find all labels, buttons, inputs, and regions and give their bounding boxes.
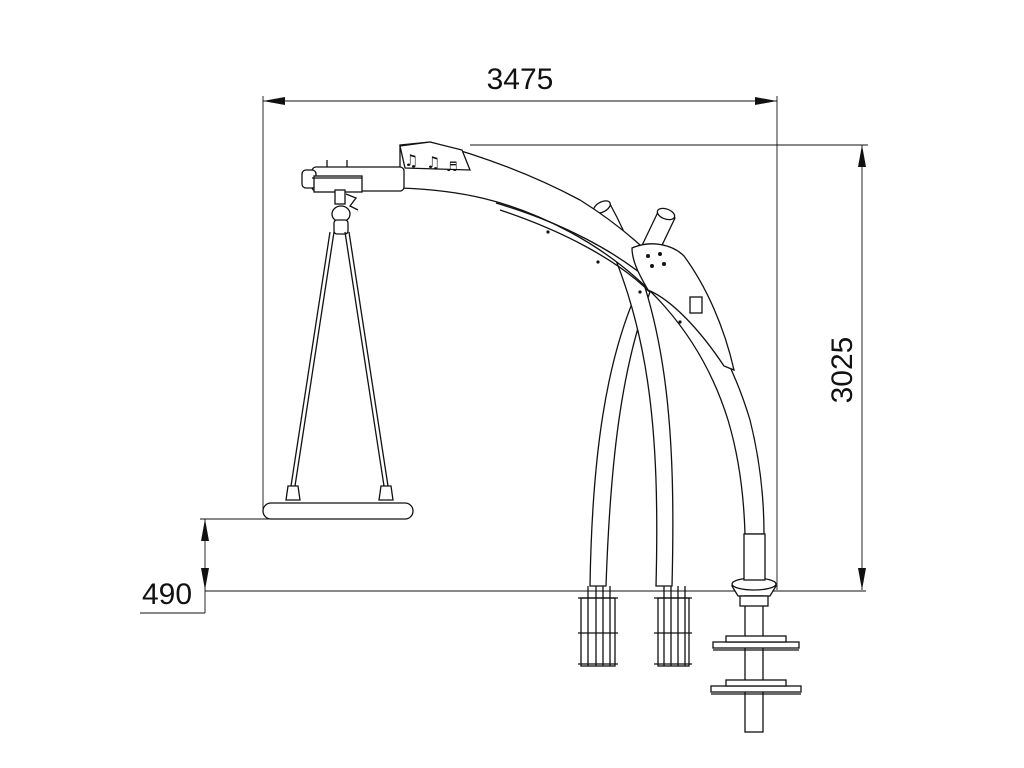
width-dimension-label: 3475 [487,63,554,96]
post-middle [593,200,674,587]
swing-chain-right [344,231,394,501]
swing-hanger [331,189,359,235]
seat-height-dimension: 490 [140,518,290,614]
seat-height-dimension-label: 490 [142,578,192,611]
footing-right [710,577,802,733]
top-beam [301,160,405,193]
arch-base-sleeve [743,533,766,581]
swing-seat [262,502,414,520]
width-dimension: 3475 [262,63,778,590]
height-dimension: 3025 [470,144,868,590]
side-plate [631,243,735,372]
svg-text:♫: ♫ [426,153,440,172]
footing-middle [654,586,692,667]
height-dimension-label: 3025 [826,337,859,404]
svg-text:♬: ♬ [446,160,458,175]
music-notes-icon: ♫ ♫ ♬ [399,141,471,175]
footing-left [578,586,618,667]
svg-text:♫: ♫ [404,151,418,170]
swing-chain-left [285,231,335,501]
